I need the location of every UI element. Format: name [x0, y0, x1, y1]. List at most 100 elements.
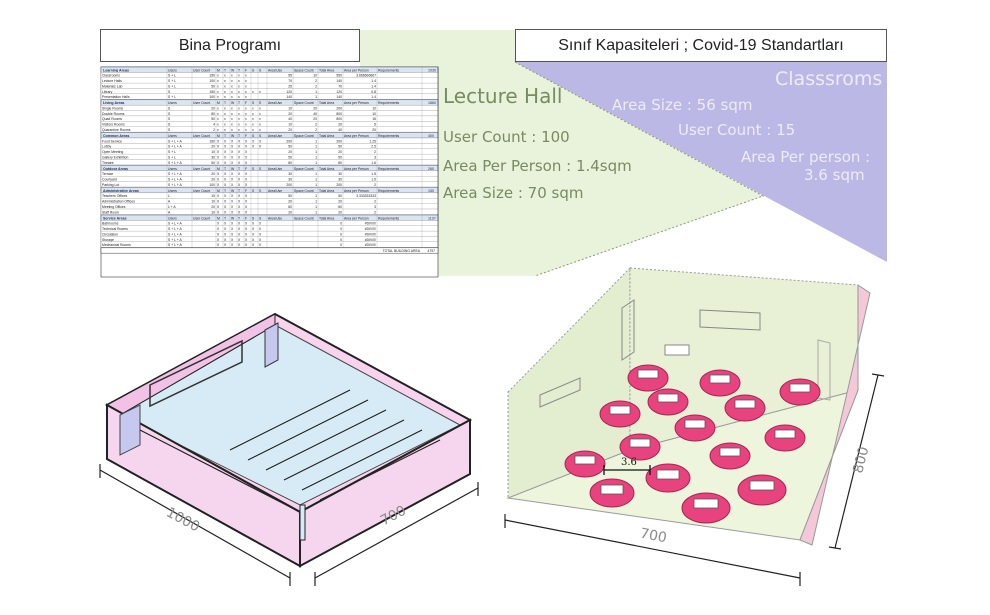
column-header: S	[252, 216, 255, 220]
table-cell: 150	[209, 74, 215, 78]
column-header: F	[245, 134, 247, 138]
table-cell: 2	[315, 123, 317, 127]
table-row	[100, 230, 439, 237]
table-cell: 20	[211, 178, 215, 182]
table-cell: X	[231, 194, 234, 198]
column-header: Area/Use	[268, 134, 282, 138]
table-cell: x	[231, 123, 233, 127]
table-cell: #DIV/0!	[365, 238, 376, 242]
table-cell: x	[224, 90, 226, 94]
column-header: Area/Use	[268, 101, 282, 105]
table-cell: 10	[288, 106, 292, 110]
table-cell: 10	[211, 200, 215, 204]
column-header: Users	[168, 101, 177, 105]
table-cell: x	[245, 112, 247, 116]
table-cell: X	[224, 210, 227, 214]
table-cell: x	[217, 128, 219, 132]
table-cell: X	[245, 139, 248, 143]
table-cell: 20	[211, 145, 215, 149]
table-cell: 20	[288, 150, 292, 154]
column-header: Space Count	[294, 167, 314, 171]
column-header: Area per Person	[344, 134, 369, 138]
table-cell: X	[217, 183, 220, 187]
column-header: Requirements	[378, 134, 399, 138]
table-cell: X	[245, 161, 248, 165]
table-cell: X	[259, 222, 262, 226]
table-cell: X	[259, 238, 262, 242]
table-cell: X	[231, 232, 234, 236]
table-cell: S + L	[168, 150, 176, 154]
table-cell: Materials Lab	[102, 84, 122, 88]
column-header: User Count	[193, 189, 210, 193]
table-row	[100, 192, 439, 199]
table-cell: 2	[315, 84, 317, 88]
table-cell: 100	[209, 95, 215, 99]
table-cell: X	[224, 205, 227, 209]
column-header: S	[252, 189, 255, 193]
table-cell: X	[259, 145, 262, 149]
table-cell: X	[238, 227, 241, 231]
table-cell: 20	[288, 128, 292, 132]
column-header: Requirements	[378, 101, 399, 105]
column-header: Requirements	[378, 167, 399, 171]
column-header: F	[245, 167, 247, 171]
table-cell: x	[217, 112, 219, 116]
table-cell: x	[259, 117, 261, 121]
column-header: Users	[168, 134, 177, 138]
table-cell: X	[252, 232, 255, 236]
table-cell: Teachers Offices	[102, 194, 127, 198]
table-cell: #DIV/0!	[365, 227, 376, 231]
table-cell: X	[238, 194, 241, 198]
table-cell: 1	[315, 150, 317, 154]
column-header: User Count	[193, 101, 210, 105]
table-cell: Lobby	[102, 145, 112, 149]
table-cell: X	[238, 139, 241, 143]
table-cell: 50	[338, 194, 342, 198]
table-cell: S	[168, 90, 171, 94]
table-cell: X	[224, 200, 227, 204]
table-cell: Theatre	[102, 161, 114, 165]
classroom-area-per-person-value: 3.6 sqm	[804, 166, 865, 184]
table-cell: 20	[338, 123, 342, 127]
table-cell: S + L + A	[168, 227, 183, 231]
table-cell: 20	[288, 210, 292, 214]
column-header: W	[231, 189, 235, 193]
table-cell: X	[224, 183, 227, 187]
column-header: S	[252, 167, 255, 171]
table-cell: x	[238, 112, 240, 116]
table-cell: X	[238, 155, 241, 159]
table-cell: X	[245, 227, 248, 231]
table-row	[100, 72, 439, 78]
table-row	[100, 126, 439, 133]
column-header: T	[224, 167, 226, 171]
table-cell: S + L + A	[168, 145, 183, 149]
table-cell: 1	[315, 95, 317, 99]
table-cell: X	[217, 178, 220, 182]
table-cell: x	[245, 79, 247, 83]
table-cell: 20	[338, 200, 342, 204]
table-cell: Terrace	[102, 172, 113, 176]
table-cell: X	[224, 232, 227, 236]
table-cell: X	[259, 243, 262, 247]
column-header: User Count	[193, 68, 210, 72]
table-cell: x	[217, 95, 219, 99]
table-cell: X	[245, 238, 248, 242]
table-cell: 1	[315, 210, 317, 214]
table-cell: 2	[315, 128, 317, 132]
column-header: Users	[168, 167, 177, 171]
table-cell: X	[231, 161, 234, 165]
table-cell: X	[231, 172, 234, 176]
table-row	[100, 181, 439, 188]
table-cell: 80	[338, 161, 342, 165]
table-cell: x	[224, 117, 226, 121]
column-header: Area/Use	[268, 68, 282, 72]
table-cell: X	[231, 210, 234, 214]
table-cell: 10	[211, 210, 215, 214]
table-cell: 60	[288, 205, 292, 209]
table-cell: x	[231, 90, 233, 94]
table-cell: L	[168, 194, 170, 198]
table-cell: X	[238, 243, 241, 247]
table-cell: 2	[213, 128, 215, 132]
table-cell: 1	[315, 172, 317, 176]
column-header: W	[231, 68, 235, 72]
